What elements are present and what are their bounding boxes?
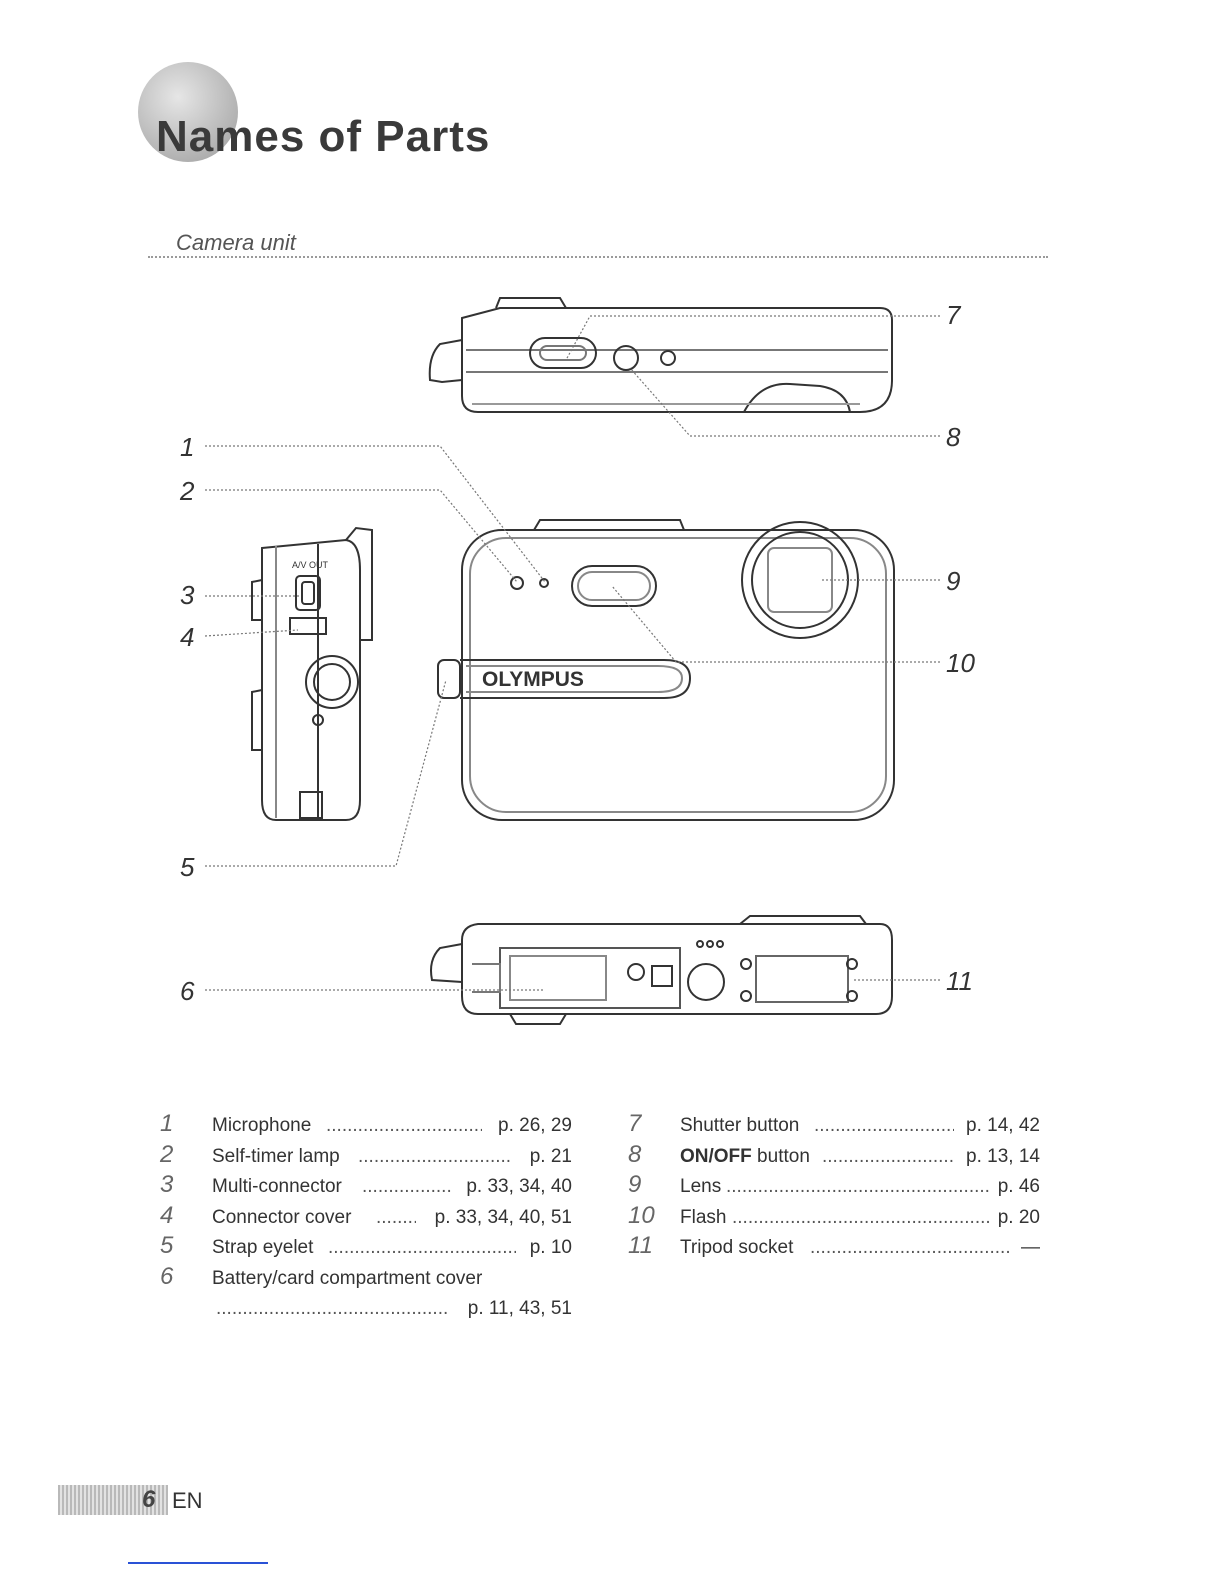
page-title-block: Names of Parts — [138, 62, 558, 182]
list-item: 2 Self-timer lamp ......................… — [160, 1140, 572, 1173]
item-page: p. 14, 42 — [966, 1115, 1040, 1136]
item-number: 2 — [160, 1140, 174, 1168]
item-name: Self-timer lamp — [212, 1145, 340, 1167]
camera-top-view — [428, 297, 893, 413]
item-page: p. 13, 14 — [966, 1145, 1040, 1167]
list-item: 10 Flash ...............................… — [628, 1201, 1040, 1234]
item-page: p. 20 — [997, 1206, 1040, 1228]
item-page: p. 46 — [997, 1176, 1040, 1197]
callout-5: 5 — [180, 852, 195, 882]
item-number: 5 — [160, 1232, 174, 1259]
callout-10: 10 — [946, 648, 975, 678]
item-number: 7 — [628, 1110, 642, 1137]
callout-1: 1 — [180, 432, 195, 462]
item-number: 10 — [628, 1201, 655, 1229]
camera-side-view: A/V OUT — [251, 526, 373, 821]
item-page: p. 26, 29 — [498, 1115, 572, 1136]
list-item-continuation: ........................................… — [160, 1294, 572, 1325]
item-name: Microphone — [212, 1115, 312, 1136]
item-name: Strap eyelet — [212, 1237, 314, 1258]
parts-list-right: 7 Shutter button .......................… — [628, 1110, 1040, 1264]
page-title: Names of Parts — [156, 112, 491, 161]
callout-4: 4 — [180, 622, 195, 652]
section-title: Camera unit — [176, 230, 296, 255]
list-item: 1 Microphone ...........................… — [160, 1110, 572, 1142]
av-out-label: A/V OUT — [292, 560, 329, 570]
list-item: 5 Strap eyelet .........................… — [160, 1232, 572, 1264]
callout-9: 9 — [946, 566, 961, 596]
parts-list-left: 1 Microphone ...........................… — [160, 1110, 572, 1325]
divider-line — [128, 1562, 268, 1564]
item-name: Tripod socket — [680, 1237, 794, 1258]
item-number: 6 — [160, 1262, 174, 1290]
item-page: p. 21 — [529, 1145, 572, 1167]
section-header: Camera unit — [148, 226, 1048, 258]
item-number: 9 — [628, 1171, 642, 1198]
item-name: Battery/card compartment cover — [212, 1267, 483, 1289]
item-number: 3 — [160, 1171, 174, 1198]
callout-8: 8 — [946, 422, 961, 452]
item-page: p. 33, 34, 40 — [466, 1176, 572, 1197]
callout-11: 11 — [946, 966, 973, 996]
list-item: 8 ON/OFF button ........................… — [628, 1140, 1040, 1173]
callout-3: 3 — [180, 580, 195, 610]
footer-page-number: 6 — [142, 1486, 156, 1513]
title-circle-decoration — [138, 62, 238, 162]
item-name-suffix: button — [751, 1145, 810, 1167]
callout-6: 6 — [180, 976, 195, 1006]
item-number: 1 — [160, 1110, 174, 1137]
list-item: 3 Multi-connector ......................… — [160, 1171, 572, 1203]
camera-bottom-view — [430, 915, 893, 1025]
list-item: 4 Connector cover ......................… — [160, 1201, 572, 1234]
list-item: 11 Tripod socket .......................… — [628, 1232, 1040, 1264]
item-page: — — [1021, 1237, 1040, 1258]
list-item: 7 Shutter button .......................… — [628, 1110, 1040, 1142]
item-name: Shutter button — [680, 1115, 800, 1136]
leader-lines — [204, 315, 940, 991]
item-number: 4 — [160, 1201, 174, 1229]
footer-bar-decoration — [58, 1485, 168, 1515]
item-name: Connector cover — [212, 1206, 352, 1228]
callout-7: 7 — [946, 300, 961, 330]
callout-2: 2 — [180, 476, 195, 506]
item-page: p. 10 — [529, 1237, 572, 1258]
item-number: 8 — [628, 1140, 642, 1168]
item-name: Multi-connector — [212, 1176, 342, 1197]
list-item: 9 Lens .................................… — [628, 1171, 1040, 1203]
item-name: Flash — [680, 1206, 727, 1228]
item-name-bold: ON/OFF — [680, 1145, 752, 1167]
list-item: 6 Battery/card compartment cover — [160, 1262, 572, 1295]
item-name: Lens — [680, 1176, 722, 1197]
item-page: p. 11, 43, 51 — [467, 1298, 572, 1319]
item-page: p. 33, 34, 40, 51 — [434, 1206, 572, 1228]
camera-diagram: OLYMPUS A/V OUT — [204, 297, 940, 1025]
camera-front-view: OLYMPUS — [437, 519, 895, 821]
brand-logo-text: OLYMPUS — [482, 668, 584, 691]
footer-language: EN — [172, 1488, 203, 1513]
item-number: 11 — [628, 1232, 653, 1259]
